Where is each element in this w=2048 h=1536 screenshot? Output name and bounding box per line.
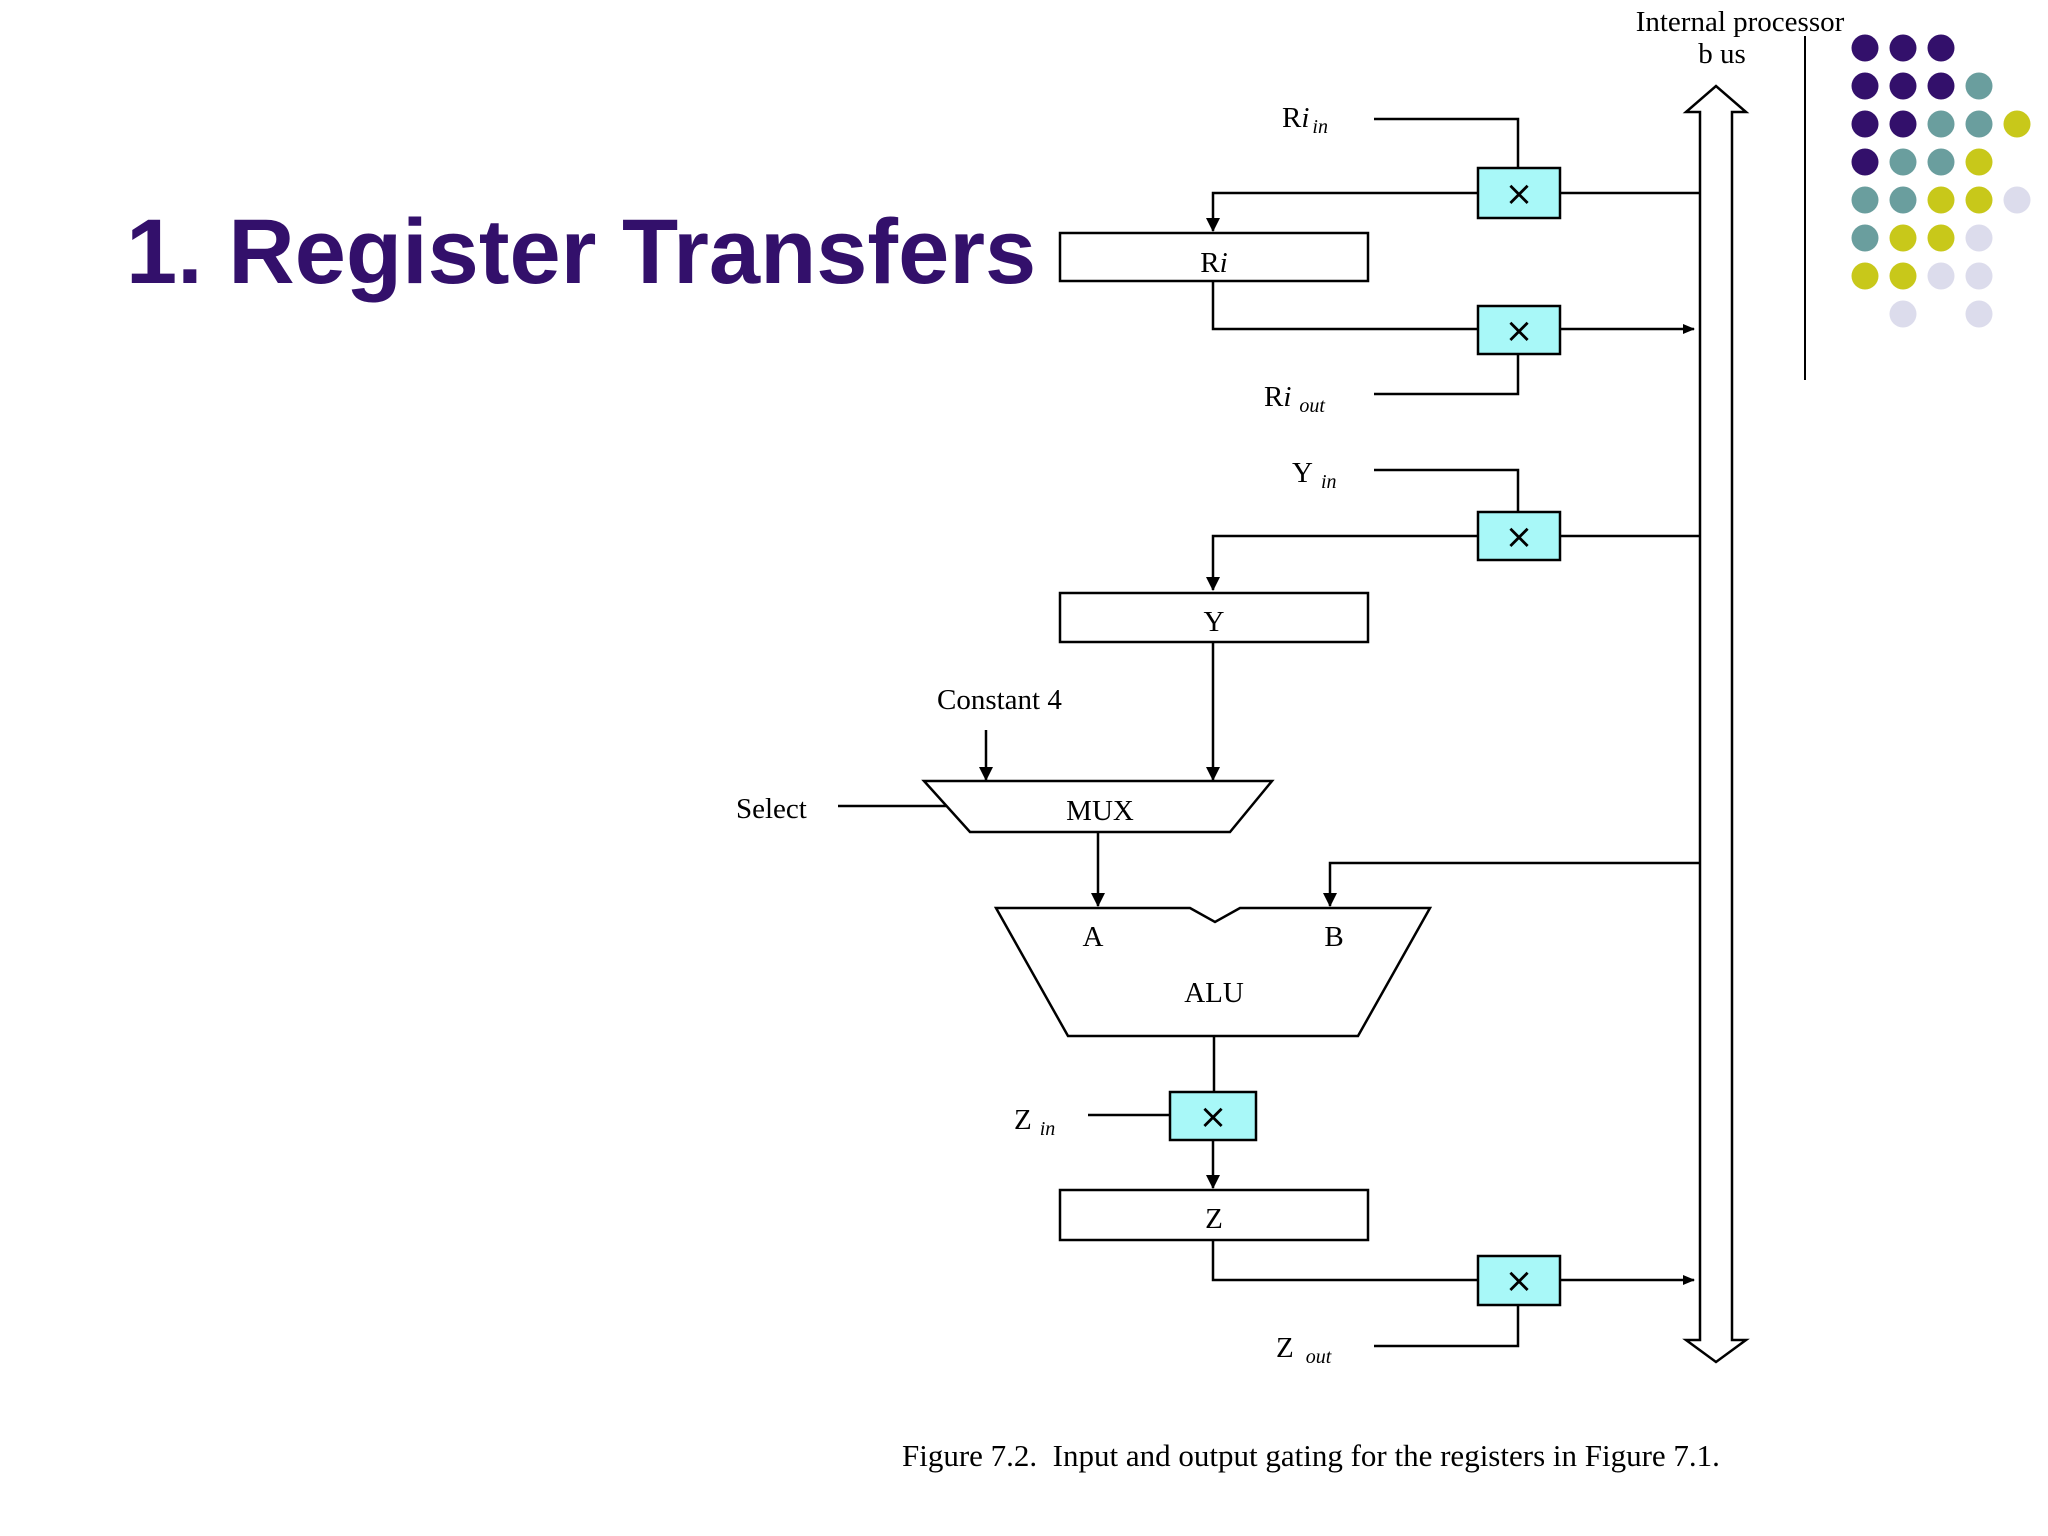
gate-symbol: × bbox=[1199, 1097, 1228, 1137]
ri-in-data-line bbox=[1206, 191, 1478, 232]
decorative-dot bbox=[1927, 148, 1955, 176]
decorative-dot bbox=[1965, 300, 1993, 328]
decorative-dot bbox=[1889, 148, 1917, 176]
mux-label: MUX bbox=[1066, 795, 1134, 827]
ri-in-gate: × bbox=[1476, 166, 1562, 220]
decorative-dot-grid bbox=[1851, 34, 2031, 328]
decorative-dot bbox=[1889, 34, 1917, 62]
z-in-gate: × bbox=[1168, 1090, 1258, 1142]
decorative-dot bbox=[1889, 72, 1917, 100]
decorative-dot bbox=[1851, 148, 1879, 176]
y-in-data-line bbox=[1206, 534, 1478, 591]
constant-label: Constant 4 bbox=[937, 684, 1062, 716]
decorative-dot bbox=[1927, 72, 1955, 100]
alu-label: ALU bbox=[1184, 977, 1244, 1009]
y-in-gate: × bbox=[1476, 510, 1562, 562]
z-out-gate: × bbox=[1476, 1254, 1562, 1307]
ri-out-data-line bbox=[1211, 281, 1478, 331]
z-out-control-line bbox=[1374, 1305, 1520, 1348]
y-in-control-line bbox=[1374, 468, 1520, 512]
gate-symbol: × bbox=[1505, 1261, 1534, 1301]
alu-input-b: B bbox=[1324, 921, 1343, 953]
decorative-dot bbox=[2003, 186, 2031, 214]
decorative-dot bbox=[1889, 224, 1917, 252]
decorative-dot bbox=[1889, 110, 1917, 138]
decorative-dot bbox=[1965, 262, 1993, 290]
ri-out-control-line bbox=[1374, 354, 1520, 396]
decorative-dot bbox=[1851, 72, 1879, 100]
bus-label-line1: Internal processor bbox=[1636, 6, 1845, 38]
decorative-dot bbox=[1889, 300, 1917, 328]
decorative-dot bbox=[1927, 110, 1955, 138]
register-y bbox=[1058, 591, 1370, 644]
decorative-dot bbox=[1851, 34, 1879, 62]
decorative-dot bbox=[1965, 72, 1993, 100]
decorative-dot bbox=[1965, 186, 1993, 214]
decorative-dot bbox=[1927, 186, 1955, 214]
ri-out-gate: × bbox=[1476, 304, 1562, 356]
ri-in-control-line bbox=[1374, 117, 1520, 168]
register-y-label: Y bbox=[1204, 606, 1225, 638]
alu-input-a: A bbox=[1083, 921, 1104, 953]
internal-bus bbox=[1682, 84, 1750, 1364]
bus-label-line2: b us bbox=[1698, 38, 1746, 70]
decorative-dot bbox=[1927, 262, 1955, 290]
decorative-dot bbox=[1965, 224, 1993, 252]
decorative-dot bbox=[1851, 186, 1879, 214]
decorative-dot bbox=[1965, 148, 1993, 176]
register-z-label: Z bbox=[1205, 1203, 1223, 1235]
decorative-dot bbox=[1851, 262, 1879, 290]
decorative-dot bbox=[1927, 224, 1955, 252]
select-label: Select bbox=[736, 793, 807, 825]
gate-symbol: × bbox=[1505, 517, 1534, 557]
decorative-dot bbox=[2003, 110, 2031, 138]
decorative-dot bbox=[1851, 224, 1879, 252]
register-ri-label: Ri bbox=[1200, 247, 1227, 279]
bus-to-alu-b-line bbox=[1323, 861, 1700, 907]
alu bbox=[993, 906, 1433, 1038]
slide-title: 1. Register Transfers bbox=[126, 201, 1037, 303]
gate-symbol: × bbox=[1505, 311, 1534, 351]
z-out-data-line bbox=[1211, 1240, 1478, 1282]
decorative-dot bbox=[1889, 262, 1917, 290]
gate-symbol: × bbox=[1505, 174, 1534, 214]
decorative-dot bbox=[1889, 186, 1917, 214]
decorative-dot bbox=[1851, 110, 1879, 138]
figure-caption: Figure 7.2. Input and output gating for … bbox=[902, 1438, 1720, 1473]
decorative-dot bbox=[1965, 110, 1993, 138]
decorative-dot bbox=[1927, 34, 1955, 62]
mux bbox=[921, 779, 1275, 834]
